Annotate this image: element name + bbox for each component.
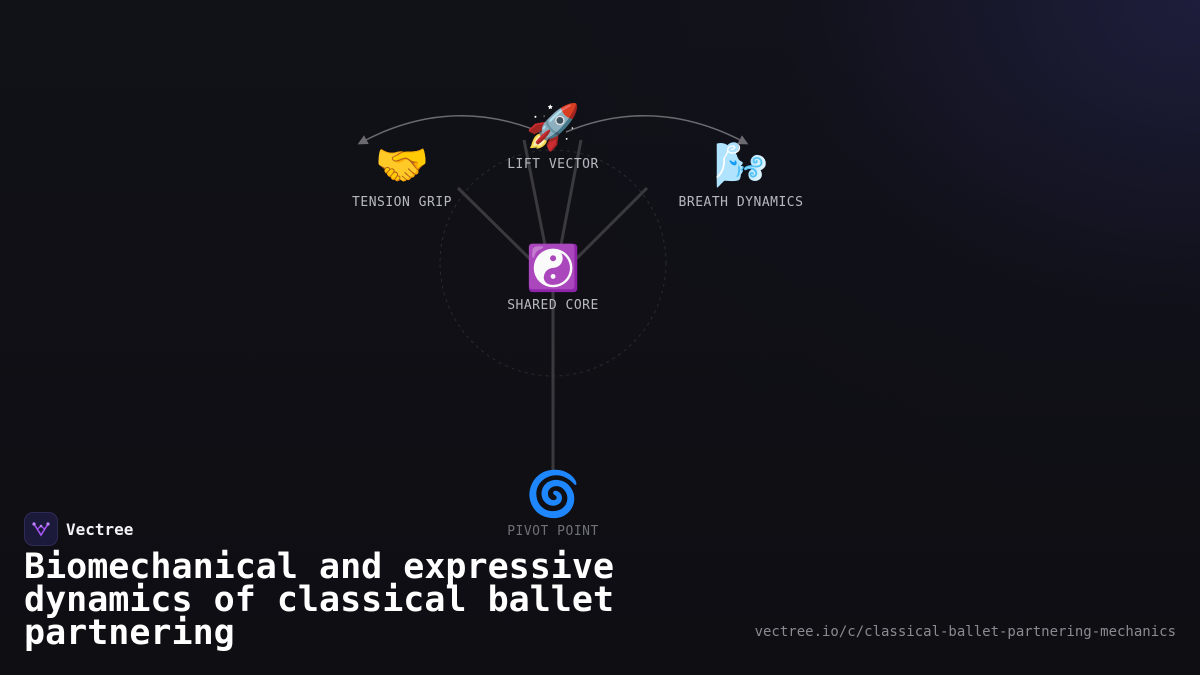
- page-url[interactable]: vectree.io/c/classical-ballet-partnering…: [754, 624, 1176, 640]
- edge-center-to-top-left: [522, 139, 548, 251]
- wind-icon: 🌬️: [713, 140, 769, 191]
- node-pivot-point[interactable]: 🌀 PIVOT POINT: [507, 469, 599, 540]
- rocket-icon: 🚀: [525, 102, 581, 153]
- node-label: SHARED CORE: [507, 298, 599, 313]
- node-label: LIFT VECTOR: [507, 157, 599, 172]
- node-shared-core[interactable]: ☯️ SHARED CORE: [507, 243, 599, 314]
- brand-name: Vectree: [66, 519, 134, 539]
- edge-center-to-right: [571, 186, 649, 264]
- node-tension-grip[interactable]: 🤝 TENSION GRIP: [352, 140, 452, 211]
- edge-center-to-top-right: [558, 139, 583, 251]
- node-label: BREATH DYNAMICS: [678, 195, 804, 210]
- edge-center-to-left: [456, 186, 535, 264]
- cyclone-icon: 🌀: [525, 469, 581, 520]
- yin-yang-icon: ☯️: [525, 243, 581, 294]
- page-title: Biomechanical and expressive dynamics of…: [24, 547, 615, 653]
- vectree-logo-icon: [24, 512, 58, 546]
- handshake-icon: 🤝: [374, 140, 430, 191]
- node-label: TENSION GRIP: [352, 195, 452, 210]
- arc-top-to-right: [565, 114, 749, 145]
- tree-icon: [32, 522, 50, 537]
- node-lift-vector[interactable]: 🚀 LIFT VECTOR: [507, 102, 599, 173]
- node-label: PIVOT POINT: [507, 524, 599, 539]
- node-breath-dynamics[interactable]: 🌬️ BREATH DYNAMICS: [678, 140, 804, 211]
- brand[interactable]: Vectree: [24, 512, 133, 546]
- arc-top-to-left: [357, 114, 541, 145]
